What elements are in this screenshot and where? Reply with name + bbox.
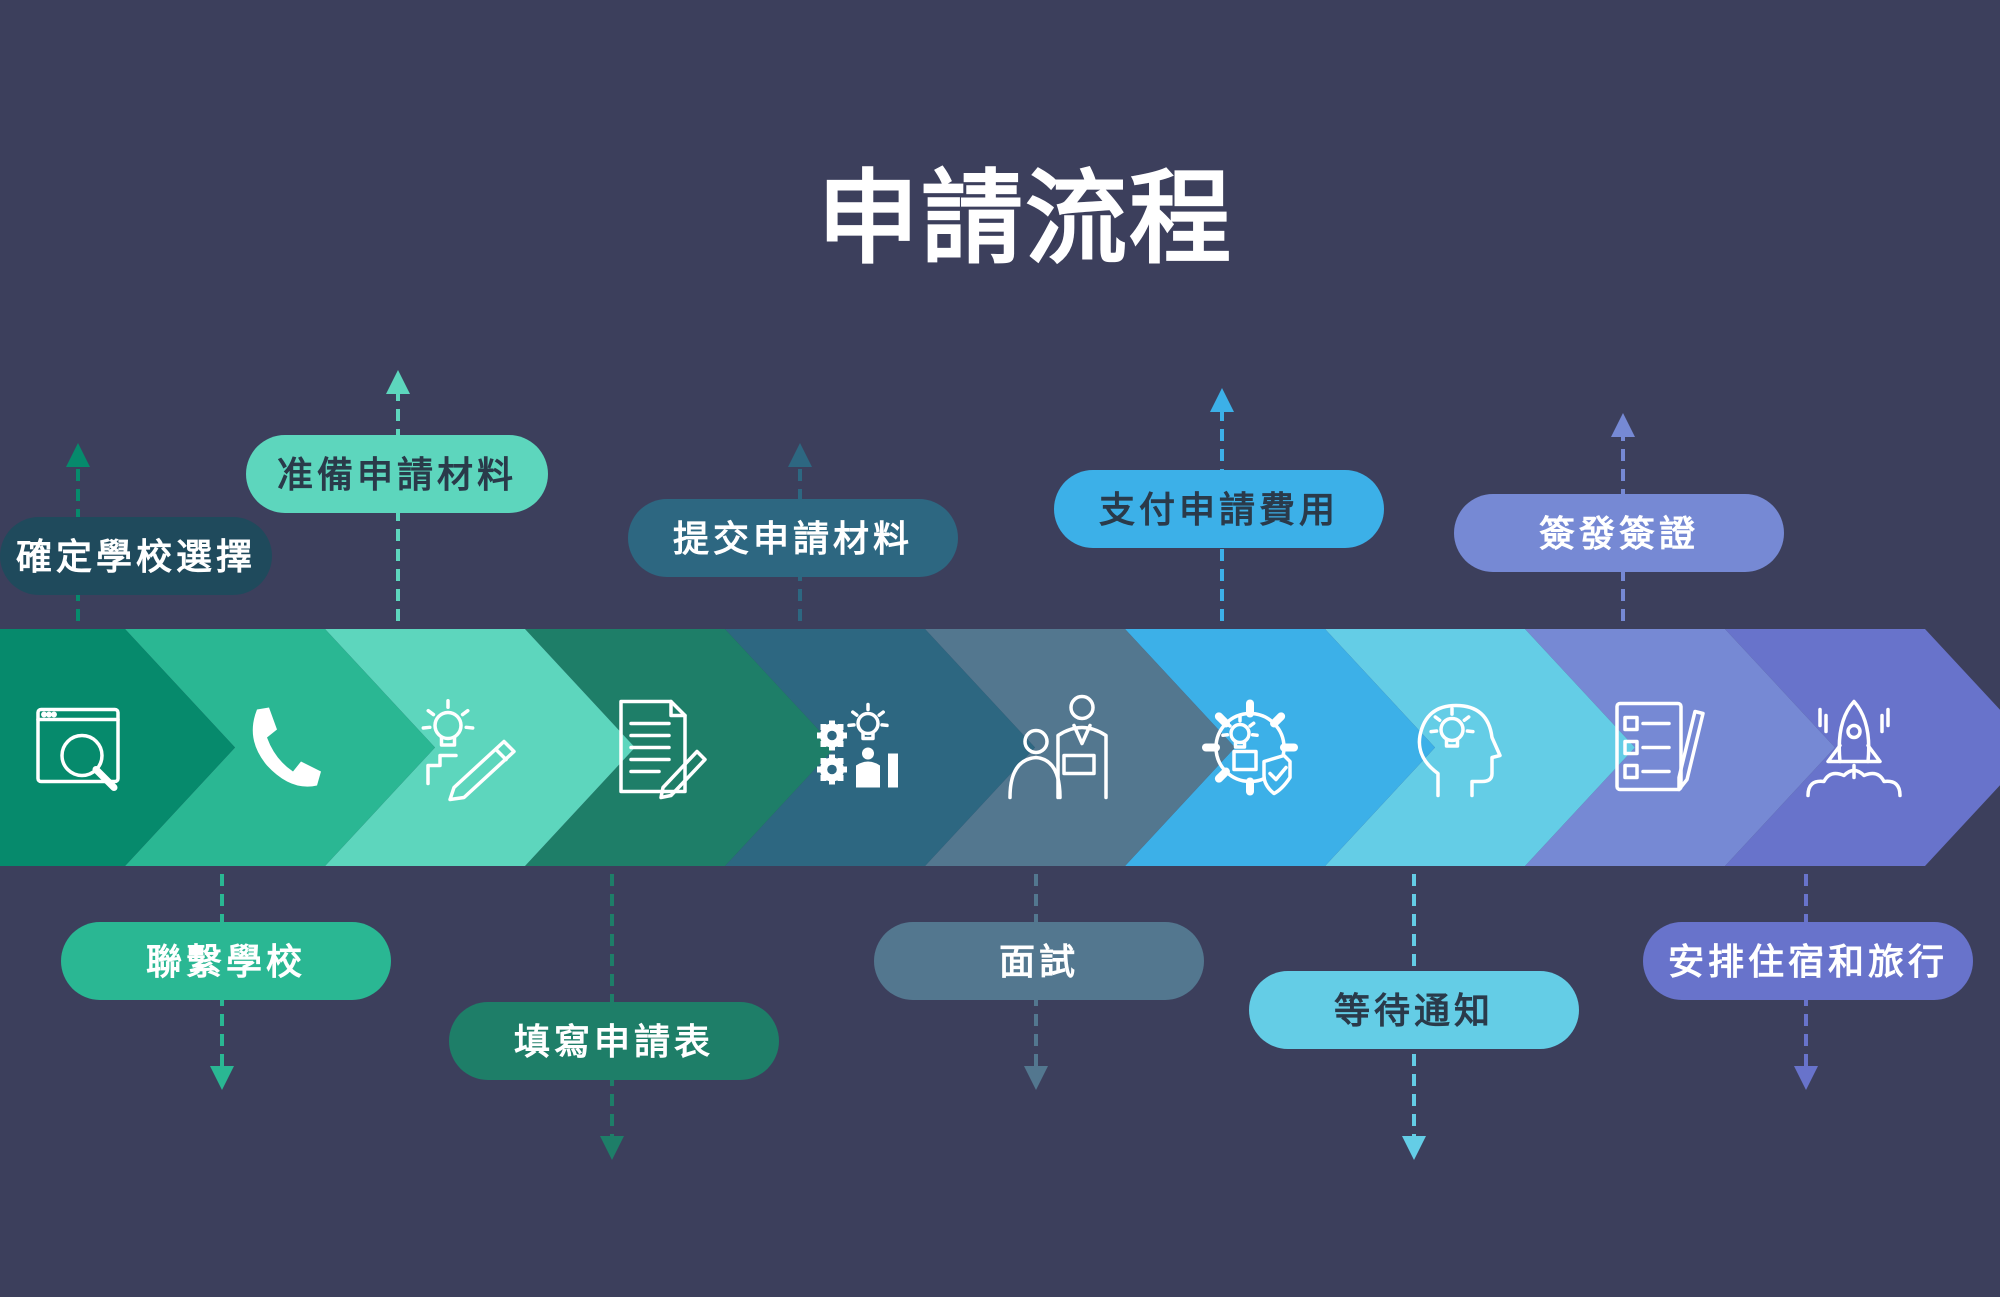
- step-label-8: 等待通知: [1334, 991, 1494, 1032]
- page-title: 申請流程: [817, 160, 1233, 279]
- step-label-pill-7: 支付申請費用: [1054, 470, 1384, 548]
- step-label-4: 填寫申請表: [514, 1022, 714, 1063]
- step-label-pill-3: 准備申請材料: [246, 435, 548, 513]
- step-label-pill-6: 面試: [874, 922, 1204, 1000]
- step-label-pill-5: 提交申請材料: [628, 499, 958, 577]
- step-label-pill-1: 確定學校選擇: [0, 517, 272, 595]
- step-label-pill-10: 安排住宿和旅行: [1643, 922, 1973, 1000]
- step-label-9: 簽發簽證: [1539, 513, 1699, 555]
- chevron-step-10: [1725, 629, 2000, 866]
- interview-icon: [1008, 694, 1108, 800]
- step-label-3: 准備申請材料: [277, 455, 517, 496]
- step-label-5: 提交申請材料: [673, 518, 913, 560]
- step-label-7: 支付申請費用: [1099, 490, 1339, 531]
- chevron-step-5: [725, 629, 1035, 866]
- gears-presentation-icon: [817, 702, 898, 788]
- checklist-icon: [1615, 701, 1705, 792]
- chevron-step-8: [1325, 629, 1635, 866]
- step-label-1: 確定學校選擇: [16, 537, 256, 578]
- head-bulb-icon: [1417, 703, 1502, 798]
- chevron-step-3: [325, 629, 635, 866]
- step-label-pill-4: 填寫申請表: [449, 1002, 779, 1080]
- chevron-step-2: [125, 629, 435, 866]
- step-icons: [36, 694, 1902, 802]
- chevron-step-4: [525, 629, 835, 866]
- search-window-icon: [36, 707, 120, 791]
- rocket-icon: [1806, 699, 1902, 798]
- phone-icon: [252, 707, 321, 787]
- step-label-pill-2: 聯繫學校: [61, 922, 391, 1000]
- step-label-pill-9: 簽發簽證: [1454, 494, 1784, 572]
- step-label-pill-8: 等待通知: [1249, 971, 1579, 1049]
- chevron-band: [0, 629, 2000, 866]
- step-label-6: 面試: [999, 942, 1079, 983]
- document-pen-icon: [619, 699, 707, 800]
- step-label-10: 安排住宿和旅行: [1668, 942, 1948, 983]
- step-label-2: 聯繫學校: [146, 942, 306, 983]
- gear-shield-icon: [1202, 699, 1298, 796]
- chevron-step-6: [925, 629, 1235, 866]
- idea-pencil-icon: [421, 699, 516, 802]
